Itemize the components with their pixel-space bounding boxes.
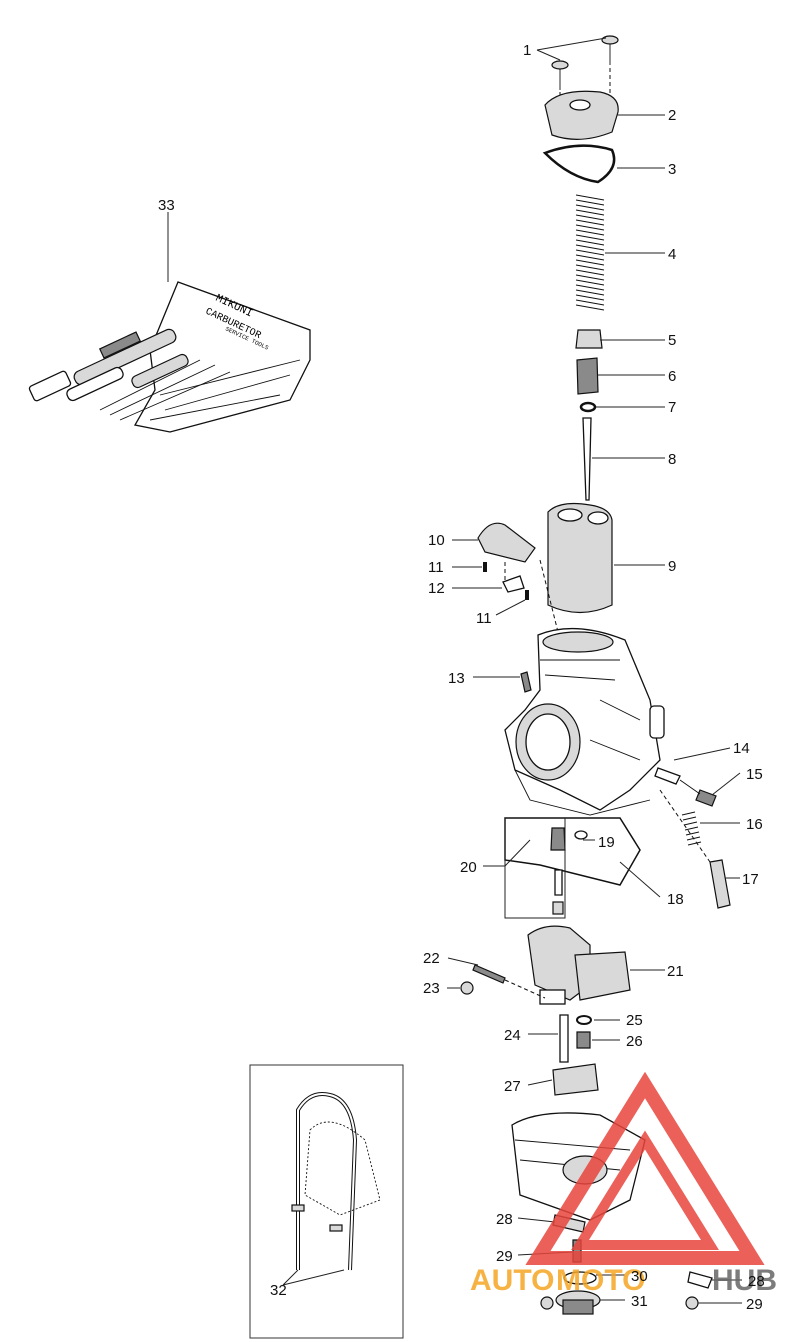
float-screw bbox=[460, 981, 474, 995]
callout-29b: 29 bbox=[746, 1296, 763, 1313]
callout-numbers: 1 2 3 4 5 6 7 8 9 10 11 11 12 13 14 15 1… bbox=[158, 42, 765, 1313]
callout-27: 27 bbox=[504, 1078, 521, 1095]
callout-10: 10 bbox=[428, 532, 445, 549]
throttle-spring bbox=[575, 194, 605, 311]
callout-2: 2 bbox=[668, 107, 676, 124]
callout-31: 31 bbox=[631, 1293, 648, 1310]
callout-13: 13 bbox=[448, 670, 465, 687]
drain-clip-right bbox=[687, 1271, 713, 1289]
washer bbox=[574, 830, 588, 840]
adjust-screw bbox=[654, 767, 681, 785]
plate-screw-bottom bbox=[525, 590, 529, 600]
callout-29a: 29 bbox=[496, 1248, 513, 1265]
callout-22: 22 bbox=[423, 950, 440, 967]
callout-16: 16 bbox=[746, 816, 763, 833]
inset-frame bbox=[249, 1064, 404, 1339]
bottom-screw-left bbox=[540, 1296, 554, 1310]
callout-19: 19 bbox=[598, 834, 615, 851]
o-ring bbox=[576, 1015, 592, 1025]
float-bowl-gasket bbox=[504, 817, 641, 886]
callout-6: 6 bbox=[668, 368, 676, 385]
needle-holder bbox=[576, 357, 599, 395]
watermark-brand-left: AUTO bbox=[470, 1264, 554, 1297]
callout-20: 20 bbox=[460, 859, 477, 876]
callout-5: 5 bbox=[668, 332, 676, 349]
callout-3: 3 bbox=[668, 161, 676, 178]
needle-clip bbox=[579, 401, 597, 413]
callout-12: 12 bbox=[428, 580, 445, 597]
baffle bbox=[552, 1063, 599, 1096]
watermark-brand-right: HUB bbox=[712, 1264, 777, 1297]
callout-17: 17 bbox=[742, 871, 759, 888]
needle-valve-seat bbox=[550, 827, 566, 851]
adjust-knob bbox=[695, 789, 717, 807]
callout-9: 9 bbox=[668, 558, 676, 575]
cap bbox=[544, 90, 619, 140]
pilot-screw bbox=[520, 671, 532, 693]
bracket bbox=[502, 575, 525, 593]
watermark: AUTO MOTO HUB bbox=[470, 1071, 777, 1297]
main-jet-holder bbox=[559, 1014, 569, 1063]
throttle-slide bbox=[547, 502, 613, 614]
callout-1: 1 bbox=[523, 42, 531, 59]
callout-23: 23 bbox=[423, 980, 440, 997]
callout-8: 8 bbox=[668, 451, 676, 468]
main-jet bbox=[576, 1031, 591, 1049]
callout-4: 4 bbox=[668, 246, 676, 263]
float bbox=[527, 925, 631, 1005]
screw-right bbox=[601, 35, 619, 65]
float-pin bbox=[472, 964, 506, 984]
callout-28b: 28 bbox=[748, 1273, 765, 1290]
callout-24: 24 bbox=[504, 1027, 521, 1044]
callout-25: 25 bbox=[626, 1012, 643, 1029]
callout-11b: 11 bbox=[476, 610, 492, 627]
plate-screw-top bbox=[483, 562, 487, 572]
parts-stack bbox=[460, 35, 731, 1315]
drain-screw-right bbox=[685, 1296, 699, 1310]
cap-gasket bbox=[542, 144, 616, 184]
drain-plug bbox=[555, 1290, 601, 1315]
screw-left bbox=[551, 60, 569, 90]
watermark-triangle bbox=[525, 1071, 765, 1265]
callout-26: 26 bbox=[626, 1033, 643, 1050]
callout-21: 21 bbox=[667, 963, 684, 980]
float-needle bbox=[554, 869, 563, 896]
idle-spring bbox=[681, 811, 702, 846]
idle-screw bbox=[709, 859, 731, 909]
spring-seat bbox=[575, 329, 603, 349]
callout-14: 14 bbox=[733, 740, 750, 757]
jet-needle bbox=[582, 417, 592, 501]
callout-15: 15 bbox=[746, 766, 763, 783]
callout-11a: 11 bbox=[428, 559, 444, 576]
callout-18: 18 bbox=[667, 891, 684, 908]
callout-30: 30 bbox=[631, 1268, 648, 1285]
drain-washer bbox=[563, 1271, 597, 1285]
callout-28a: 28 bbox=[496, 1211, 513, 1228]
slide-plate bbox=[477, 522, 536, 563]
carburetor-ghost bbox=[304, 1121, 381, 1216]
tool-kit-illustration: MIKUNI CARBURETOR SERVICE TOOLS bbox=[28, 281, 311, 433]
watermark-brand-mid: MOTO bbox=[556, 1264, 645, 1297]
carburetor-body bbox=[504, 627, 665, 816]
callout-33: 33 bbox=[158, 197, 175, 214]
callout-32: 32 bbox=[270, 1282, 287, 1299]
callout-7: 7 bbox=[668, 399, 676, 416]
